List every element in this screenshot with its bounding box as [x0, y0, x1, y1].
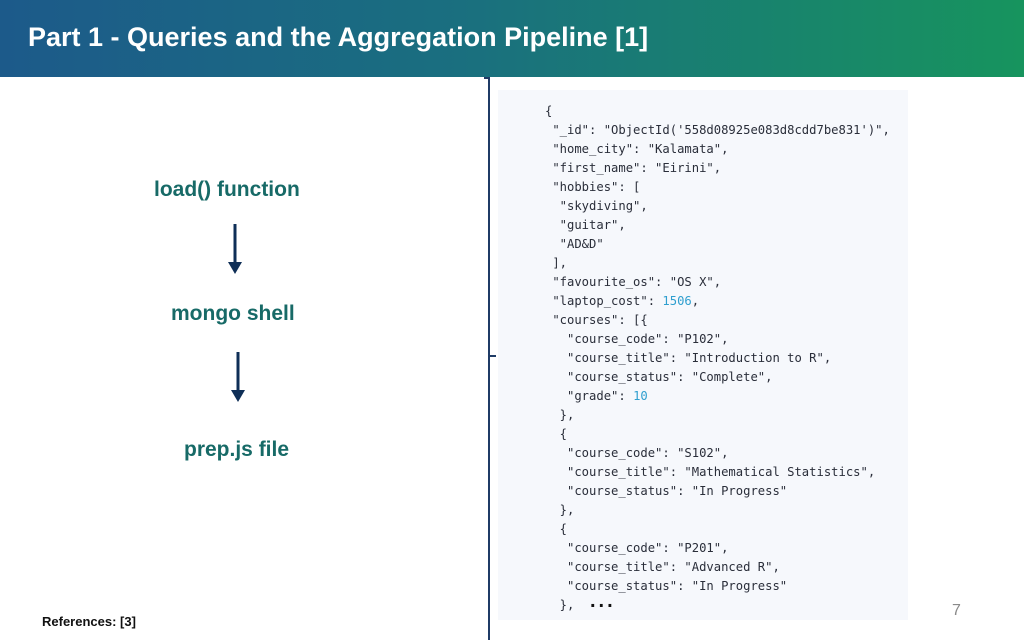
- code-line: "course_code": "S102",: [545, 446, 729, 460]
- code-line: "_id": "ObjectId('558d08925e083d8cdd7be8…: [545, 123, 890, 137]
- code-line: "grade": 10: [545, 389, 648, 403]
- flow-step-mongo-shell: mongo shell: [171, 302, 295, 325]
- code-line: "laptop_cost": 1506,: [545, 294, 700, 308]
- down-arrow-icon: [228, 224, 242, 274]
- code-line: "guitar",: [545, 218, 626, 232]
- code-line: {: [545, 427, 568, 441]
- code-line: "course_title": "Introduction to R",: [545, 351, 832, 365]
- code-line: "skydiving",: [545, 199, 648, 213]
- code-line: "first_name": "Eirini",: [545, 161, 722, 175]
- code-line: },: [545, 408, 575, 422]
- code-line: "course_code": "P102",: [545, 332, 729, 346]
- json-document-panel: [498, 90, 908, 620]
- code-line: "course_code": "P201",: [545, 541, 729, 555]
- code-line: ],: [545, 256, 568, 270]
- slide-title: Part 1 - Queries and the Aggregation Pip…: [28, 22, 649, 52]
- code-line: "course_title": "Mathematical Statistics…: [545, 465, 876, 479]
- continuation-ellipsis: ...: [590, 590, 616, 612]
- flow-step-prep-js-file: prep.js file: [184, 438, 290, 461]
- code-line: "AD&D": [545, 237, 604, 251]
- code-line: "favourite_os": "OS X",: [545, 275, 722, 289]
- slide-header: Part 1 - Queries and the Aggregation Pip…: [0, 0, 1024, 77]
- code-line: "courses": [{: [545, 313, 648, 327]
- references-note: References: [3]: [42, 614, 136, 629]
- flow-step-load-function: load() function: [154, 178, 300, 201]
- vertical-divider: [488, 77, 490, 640]
- divider-tick: [488, 355, 496, 357]
- code-line: },: [545, 598, 575, 612]
- code-line: "course_title": "Advanced R",: [545, 560, 780, 574]
- code-line: {: [545, 522, 568, 536]
- code-line: },: [545, 503, 575, 517]
- code-line: "hobbies": [: [545, 180, 641, 194]
- json-document-code: { "_id": "ObjectId('558d08925e083d8cdd7b…: [545, 102, 890, 615]
- down-arrow-icon: [231, 352, 245, 402]
- code-line: {: [545, 104, 553, 118]
- code-line: "course_status": "In Progress": [545, 579, 788, 593]
- code-line: "course_status": "In Progress": [545, 484, 788, 498]
- code-line: "home_city": "Kalamata",: [545, 142, 729, 156]
- code-line: "course_status": "Complete",: [545, 370, 773, 384]
- divider-tick: [484, 77, 490, 79]
- page-number: 7: [952, 602, 961, 619]
